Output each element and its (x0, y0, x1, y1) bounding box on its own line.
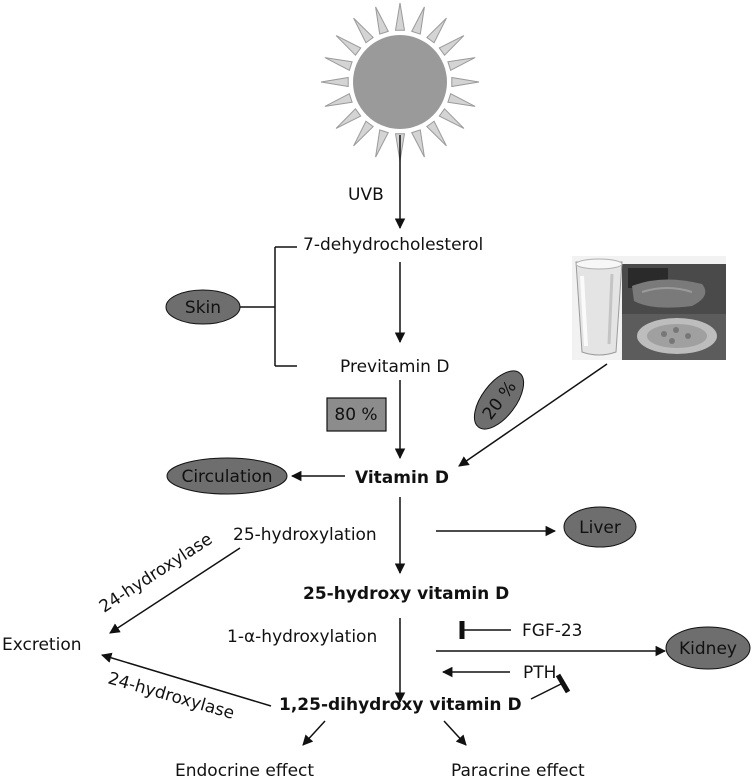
sun-ray (335, 108, 362, 129)
pth-label: PTH (523, 663, 556, 683)
sun-ray (394, 2, 406, 31)
svg-text:Circulation: Circulation (181, 467, 272, 487)
25-hydroxylation-label: 25-hydroxylation (233, 525, 377, 545)
svg-text:Liver: Liver (579, 518, 621, 538)
24-hydroxylase-lower-label: 24-hydroxylase (106, 669, 237, 724)
sun-ray (320, 76, 349, 88)
sun-ray (451, 76, 480, 88)
skin-percentage-box: 80 % (326, 397, 387, 432)
1-25-dihydroxy-vitamin-d-label: 1,25-dihydroxy vitamin D (279, 695, 522, 715)
svg-text:Kidney: Kidney (679, 639, 737, 659)
circulation-pill: Circulation (166, 457, 288, 495)
sun-ray (411, 129, 425, 158)
fgf23-label: FGF-23 (522, 621, 583, 641)
kidney-pill: Kidney (665, 626, 751, 670)
svg-text:80 %: 80 % (334, 405, 377, 425)
sun-icon (320, 2, 480, 162)
sun-ray (411, 6, 425, 35)
arrow-dihydroxy-to-excretion (100, 652, 272, 707)
sun-ray (426, 17, 447, 44)
vitamin-d-label: Vitamin D (355, 468, 449, 488)
sun-ray (335, 35, 362, 56)
pth-inhibition-bar (555, 673, 571, 694)
sun-ray (375, 129, 389, 158)
24-hydroxylase-upper-label: 24-hydroxylase (96, 529, 216, 617)
arrow-25-hydroxy-to-excretion (109, 547, 241, 634)
sun-ray (438, 35, 465, 56)
arrow-diet-to-vitamin-d (458, 363, 608, 467)
sun-ray (426, 120, 447, 147)
25-hydroxy-vitamin-d-label: 25-hydroxy vitamin D (303, 584, 509, 604)
pth-inhibition-line (530, 682, 564, 700)
sun-ray (447, 93, 476, 107)
sun-ray (438, 108, 465, 129)
sun-ray (353, 120, 374, 147)
paracrine-effect-label: Paracrine effect (451, 761, 585, 781)
arrow-paracrine (443, 720, 467, 746)
sun-ray (324, 57, 353, 71)
dehydrocholesterol-label: 7-dehydrocholesterol (303, 235, 483, 255)
diet-percentage-pill: 20 % (473, 370, 525, 430)
uvb-label: UVB (348, 185, 384, 205)
excretion-label: Excretion (2, 635, 82, 655)
1-alpha-hydroxylation-label: 1-α-hydroxylation (227, 627, 377, 647)
diet-food-image (572, 256, 726, 360)
endocrine-effect-label: Endocrine effect (175, 761, 314, 781)
sun-ray (324, 93, 353, 107)
skin-bracket (240, 246, 297, 367)
svg-text:Skin: Skin (185, 298, 221, 318)
skin-pill: Skin (165, 289, 241, 325)
arrow-endocrine (302, 720, 326, 746)
sun-ray (375, 6, 389, 35)
sun-ray (447, 57, 476, 71)
previtamin-d-label: Previtamin D (340, 357, 449, 377)
liver-pill: Liver (563, 506, 637, 548)
sun-ray (353, 17, 374, 44)
